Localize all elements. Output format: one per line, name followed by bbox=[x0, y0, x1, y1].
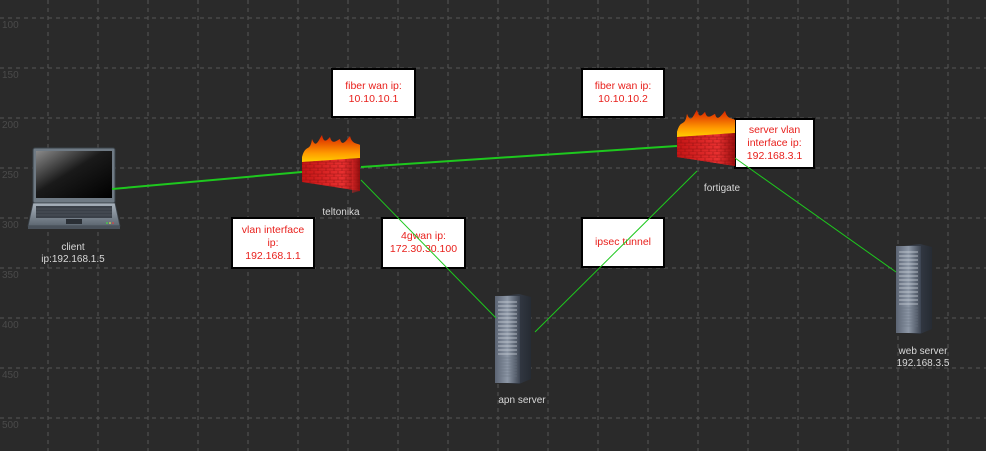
ruler-label: 200 bbox=[2, 120, 19, 131]
node-label-fortigate: fortigate bbox=[704, 183, 740, 195]
laptop-icon[interactable] bbox=[27, 147, 121, 229]
ruler-label: 100 bbox=[2, 20, 19, 31]
note-line: 192.168.3.1 bbox=[746, 150, 803, 162]
teltonika-name: teltonika bbox=[322, 207, 360, 218]
note-teltonika-fiber-wan[interactable]: fiber wan ip:10.10.10.1 bbox=[331, 68, 416, 118]
note-line: fiber wan ip: bbox=[594, 80, 652, 92]
node-label-web-server: web server 192.168.3.5 bbox=[897, 346, 950, 370]
note-line: vlan interface bbox=[241, 223, 305, 236]
note-line: ip: bbox=[267, 236, 279, 249]
server-icon-apn[interactable] bbox=[495, 294, 531, 384]
note-line: server vlan bbox=[748, 124, 801, 136]
client-name: client bbox=[61, 242, 85, 253]
note-fortigate-fiber-wan[interactable]: fiber wan ip:10.10.10.2 bbox=[581, 68, 665, 118]
note-line: ipsec tunnel bbox=[594, 236, 652, 248]
ruler-label: 350 bbox=[2, 270, 19, 281]
note-line: 172.30.30.100 bbox=[389, 243, 458, 255]
note-line: 4gwan ip: bbox=[401, 230, 446, 242]
apn-server-name: apn server bbox=[498, 395, 546, 406]
ruler-label: 400 bbox=[2, 320, 19, 331]
client-ip: ip:192.168.1.5 bbox=[41, 254, 105, 265]
web-server-name: web server bbox=[898, 346, 948, 357]
node-label-teltonika: teltonika bbox=[322, 207, 359, 219]
note-line: 10.10.10.2 bbox=[598, 93, 648, 105]
ruler-label: 500 bbox=[2, 420, 19, 431]
note-line: 10.10.10.1 bbox=[348, 93, 399, 105]
server-icon-web[interactable] bbox=[896, 244, 932, 334]
note-line: interface ip: bbox=[747, 137, 802, 149]
ruler-label: 150 bbox=[2, 70, 19, 81]
ruler-label: 250 bbox=[2, 170, 19, 181]
firewall-icon-teltonika[interactable] bbox=[302, 135, 360, 193]
note-line: fiber wan ip: bbox=[345, 80, 402, 92]
ruler-label: 450 bbox=[2, 370, 19, 381]
node-label-apn-server: apn server bbox=[498, 395, 545, 407]
note-4gwan[interactable]: 4gwan ip:172.30.30.100 bbox=[381, 217, 466, 269]
ruler-label: 300 bbox=[2, 220, 19, 231]
node-label-client: client ip:192.168.1.5 bbox=[41, 242, 104, 266]
fortigate-name: fortigate bbox=[703, 183, 741, 194]
firewall-icon-fortigate[interactable] bbox=[677, 110, 735, 166]
note-line: 192.168.1.1 bbox=[245, 249, 301, 262]
note-ipsec-tunnel[interactable]: ipsec tunnel bbox=[581, 217, 665, 268]
web-server-ip: 192.168.3.5 bbox=[896, 358, 950, 369]
